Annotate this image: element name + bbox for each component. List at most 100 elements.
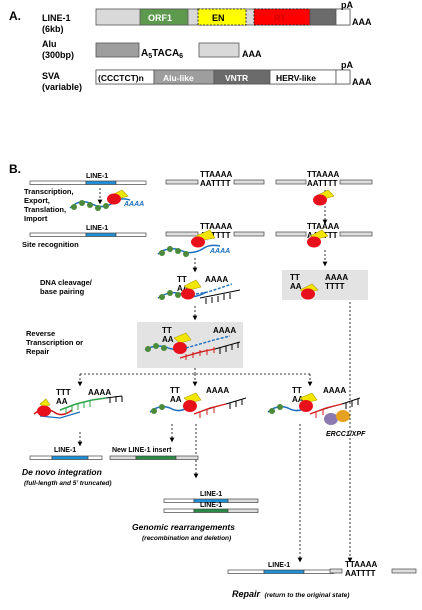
vntr-label: VNTR <box>225 73 248 83</box>
sva-size: (variable) <box>42 82 82 92</box>
aaaa-label-rt: AAAA <box>213 326 236 335</box>
rnp-particle-2 <box>157 229 221 257</box>
rearr-line1-label-1: LINE-1 <box>200 491 222 498</box>
rnp-right-2 <box>307 229 329 248</box>
rearrangement-product <box>163 498 259 513</box>
step-transcription-1: Export, <box>24 196 50 205</box>
tt-label-cc: TT <box>170 386 180 395</box>
target-bottom-1: AATTTT <box>200 179 231 188</box>
donor-line1-label: LINE-1 <box>86 173 108 180</box>
denovo-product <box>29 455 199 460</box>
denovo-line1-label: LINE-1 <box>54 447 76 454</box>
repair-caption: Repair (return to the original state) <box>232 589 349 599</box>
alu-tail: AAA <box>242 49 262 59</box>
genomic-sub: (recombination and deletion) <box>142 535 231 542</box>
donor-line1-locus-2 <box>29 232 147 237</box>
panel-b-label: B. <box>9 162 21 176</box>
genomic-title: Genomic rearrangements <box>132 522 235 532</box>
rt-complex: TT AA AAAA <box>144 326 241 360</box>
alu-left-box <box>95 42 140 58</box>
step-site-recognition: Site recognition <box>22 240 79 249</box>
target-top-right-2: TTAAAA <box>307 222 340 231</box>
target-site-right <box>275 179 373 185</box>
target-site-right-2 <box>275 231 373 237</box>
step-transcription-3: Import <box>24 214 48 223</box>
target-top-2: TTAAAA <box>200 222 233 231</box>
rnp-right <box>313 189 335 206</box>
line1-element <box>95 8 351 26</box>
alu-right-box <box>198 42 240 58</box>
aaaa-label-c1: AAAA <box>205 275 228 284</box>
tttt-label-r: TTTT <box>325 282 345 291</box>
step-rt-2: Repair <box>26 347 49 356</box>
tt-label-rt: TT <box>162 326 172 335</box>
target-site-2 <box>165 231 265 237</box>
step-rt-1: Transcription or <box>26 338 83 347</box>
target-bottom-right: AATTTT <box>307 179 338 188</box>
ttt-label-l: TTT <box>56 388 71 397</box>
sva-name: SVA <box>42 71 60 81</box>
product-left: TTT AA AAAA <box>33 388 123 419</box>
aaaa-label-cc: AAAA <box>206 386 229 395</box>
new-insert-label: New LINE-1 insert <box>112 447 172 454</box>
cleavage-complex-center: TT AA AAAA <box>157 275 241 304</box>
target-top-1: TTAAAA <box>200 170 233 179</box>
target-bottom-2: AATTTT <box>200 231 231 240</box>
tt-label-c1: TT <box>177 275 187 284</box>
denovo-sub: (full-length and 5’ truncated) <box>24 480 112 487</box>
cleavage-complex-right: TT AA AAAA TTTT <box>290 273 348 300</box>
herv-label: HERV-like <box>276 73 316 83</box>
en-box <box>197 8 247 26</box>
target-top-right: TTAAAA <box>307 170 340 179</box>
alu-a5-tract: A5TACA6 <box>141 48 183 60</box>
ccctct-label: (CCCTCT)n <box>98 73 144 83</box>
line1-name: LINE-1 <box>42 13 71 23</box>
orf1-label: ORF1 <box>148 13 172 23</box>
product-right: TT AA AAAA <box>267 386 361 425</box>
repair-title: Repair <box>232 589 261 599</box>
target-site-1 <box>165 179 265 185</box>
line1-tail: AAA <box>352 17 372 27</box>
rnp2-polya: AAAA <box>209 248 230 255</box>
sva-pa: pA <box>341 60 353 70</box>
aa-label-r: AA <box>290 282 302 291</box>
denovo-title: De novo integration <box>22 467 102 477</box>
aa-label-c1: AA <box>177 284 189 293</box>
en-label: EN <box>212 13 225 23</box>
line1-pa: pA <box>341 0 353 10</box>
rnp1-polya: AAAA <box>123 201 144 208</box>
rt-label: RT <box>274 13 286 23</box>
step-rt-0: Reverse <box>26 329 55 338</box>
tt-label-r: TT <box>290 273 300 282</box>
aa-label-cc: AA <box>170 395 182 404</box>
aaaa-label-r: AAAA <box>325 273 348 282</box>
donor-line1-locus <box>29 180 147 185</box>
repair-target-bottom: AATTTT <box>345 569 376 578</box>
aaaa-label-rr: AAAA <box>323 386 346 395</box>
aaaa-label-l: AAAA <box>88 388 111 397</box>
xpf-shape <box>336 410 350 422</box>
panel-a-label: A. <box>9 9 21 23</box>
sva-element <box>95 69 351 85</box>
aa-label-rt: AA <box>162 335 174 344</box>
repair-shade-box <box>282 270 368 300</box>
ercc1-shape <box>324 413 338 425</box>
aa-label-l: AA <box>56 397 68 406</box>
alu-name: Alu <box>42 39 57 49</box>
orf1-box <box>139 8 189 26</box>
step-transcription-0: Transcription, <box>24 187 74 196</box>
tt-label-rr: TT <box>292 386 302 395</box>
repair-target-top: TTAAAA <box>345 560 378 569</box>
repair-line1-label: LINE-1 <box>268 562 290 569</box>
step-dna-cleavage-1: base pairing <box>40 287 85 296</box>
sva-tail: AAA <box>352 77 372 87</box>
aa-label-rr: AA <box>292 395 304 404</box>
donor-line1-label-2: LINE-1 <box>86 225 108 232</box>
alu-like-label: Alu-like <box>163 73 194 83</box>
step-transcription-2: Translation, <box>24 205 66 214</box>
repair-sub: (return to the original state) <box>265 592 350 599</box>
ercc-label: ERCC1/XPF <box>326 431 366 438</box>
repair-product <box>227 568 417 574</box>
rearr-line1-label-2: LINE-1 <box>200 502 222 509</box>
